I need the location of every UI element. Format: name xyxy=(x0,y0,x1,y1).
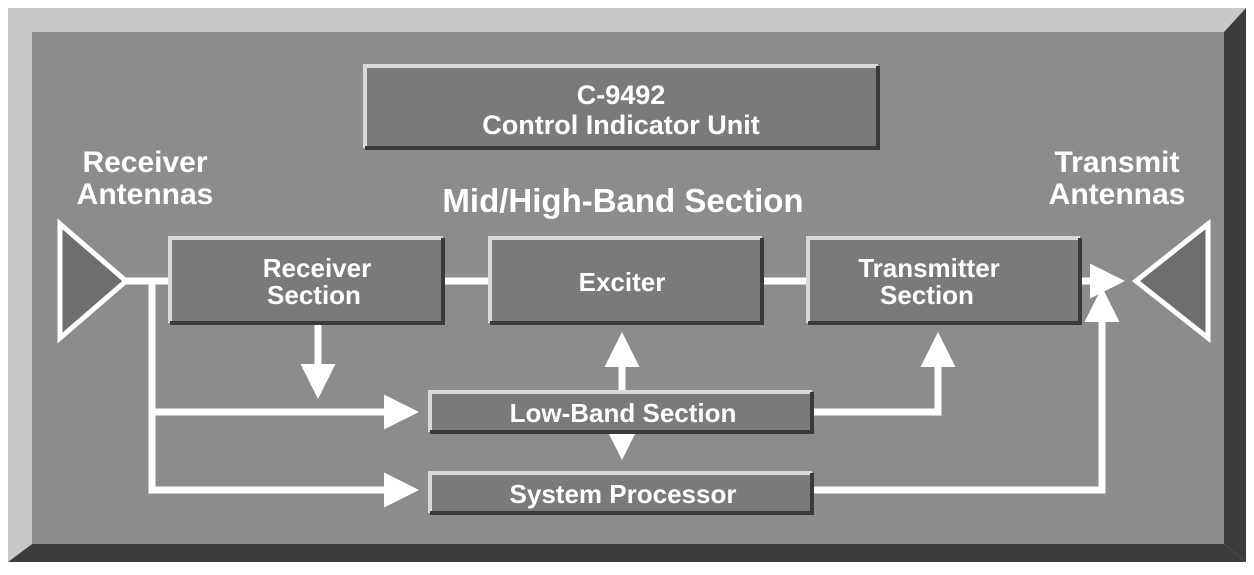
transmitter-section-block: Transmitter Section xyxy=(806,236,1082,325)
low-band-section-block: Low-Band Section xyxy=(428,390,814,434)
low-band-section-label: Low-Band Section xyxy=(510,398,737,428)
exciter-block: Exciter xyxy=(488,236,764,325)
receiver-section-block: Receiver Section xyxy=(168,236,445,325)
system-processor-to-tx-antenna-arrow xyxy=(812,287,1120,494)
receiver-antenna-icon xyxy=(57,218,130,344)
receiver-section-line1: Receiver xyxy=(263,253,371,283)
low-band-to-transmitter-arrow xyxy=(812,332,956,416)
mid-high-band-section-title: Mid/High-Band Section xyxy=(442,182,803,219)
rx-to-system-processor-arrow xyxy=(148,281,419,508)
system-processor-block: System Processor xyxy=(428,471,814,515)
transmitter-section-line2: Section xyxy=(880,280,974,310)
transmit-antennas-line1: Transmit xyxy=(1054,146,1179,179)
receiver-antennas-line2: Antennas xyxy=(77,178,214,211)
connectors xyxy=(126,263,1125,508)
transmit-antenna-icon xyxy=(1131,218,1211,344)
exciter-label: Exciter xyxy=(579,267,666,297)
control-indicator-unit-box: C-9492 Control Indicator Unit xyxy=(363,64,880,150)
system-processor-label: System Processor xyxy=(510,479,737,509)
receiver-antennas-line1: Receiver xyxy=(82,146,207,179)
transmit-antennas-line2: Antennas xyxy=(1049,178,1186,211)
transmitter-section-line1: Transmitter xyxy=(858,253,1000,283)
receiver-section-line2: Section xyxy=(267,280,361,310)
header-line2: Control Indicator Unit xyxy=(482,110,759,140)
header-line1: C-9492 xyxy=(577,80,666,110)
